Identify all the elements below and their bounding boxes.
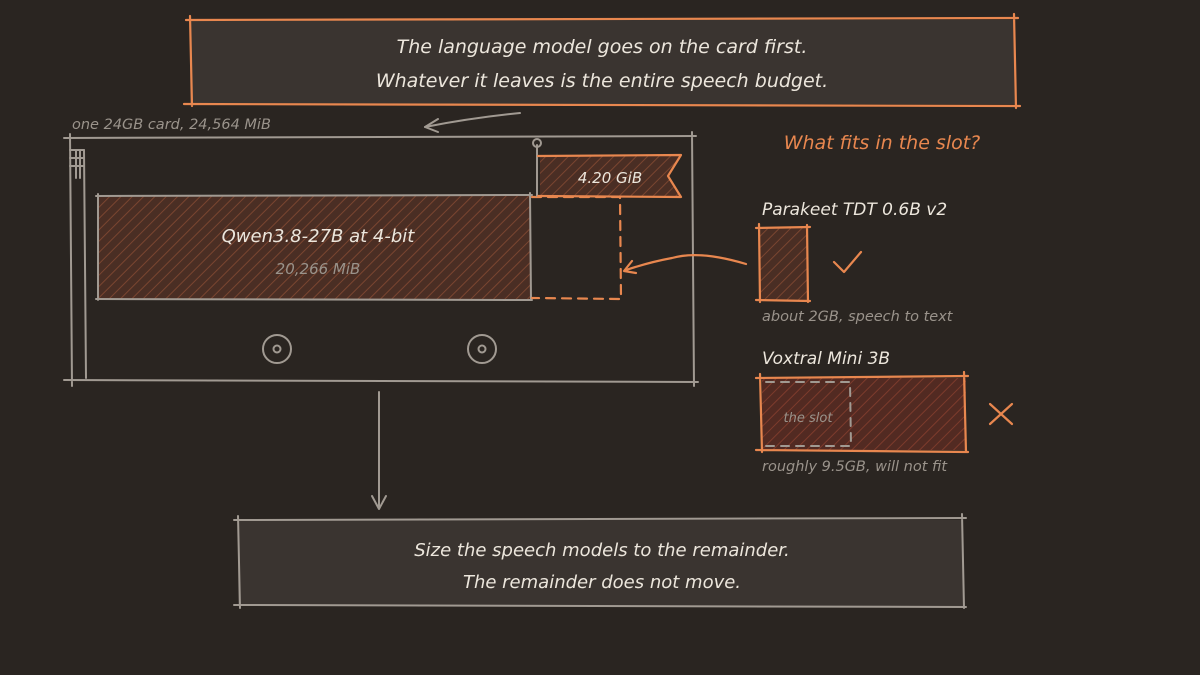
slot-size: 4.20 GiB <box>578 169 642 187</box>
option-name: Parakeet TDT 0.6B v2 <box>762 200 947 220</box>
fan-icon <box>262 334 292 364</box>
slot-size-flag: 4.20 GiB <box>532 138 683 199</box>
top-note-line-1: The language model goes on the card firs… <box>397 36 808 58</box>
top-note-line-2: Whatever it leaves is the entire speech … <box>376 70 828 92</box>
option-name: Voxtral Mini 3B <box>762 349 890 369</box>
question-heading: What fits in the slot? <box>784 132 981 154</box>
bottom-note-line-1: Size the speech models to the remainder. <box>414 540 790 561</box>
gpu-card <box>63 131 699 387</box>
fan-icon <box>467 334 497 364</box>
slot-label: the slot <box>784 411 834 426</box>
arrow-to-card-label <box>424 112 521 133</box>
arrow-down <box>371 391 387 510</box>
option-voxtral: Voxtral Mini 3B the slot roughly 9.5GB, … <box>754 349 1014 475</box>
card-bracket-icon <box>69 149 85 179</box>
option-caption: roughly 9.5GB, will not fit <box>762 459 948 475</box>
bottom-note-line-2: The remainder does not move. <box>463 572 741 593</box>
option-parakeet: Parakeet TDT 0.6B v2 about 2GB, speech t… <box>754 200 954 325</box>
cross-icon <box>988 402 1014 426</box>
arrow-to-slot <box>622 254 748 275</box>
llm-name: Qwen3.8-27B at 4-bit <box>222 226 416 247</box>
bottom-note-box: Size the speech models to the remainder.… <box>233 513 967 609</box>
option-caption: about 2GB, speech to text <box>762 309 954 325</box>
llm-size: 20,266 MiB <box>276 260 361 278</box>
free-slot <box>530 195 623 301</box>
card-label: one 24GB card, 24,564 MiB <box>72 117 271 133</box>
check-icon <box>832 250 863 274</box>
top-note-box: The language model goes on the card firs… <box>182 12 1022 110</box>
llm-memory-block: Qwen3.8-27B at 4-bit 20,266 MiB <box>95 192 533 301</box>
